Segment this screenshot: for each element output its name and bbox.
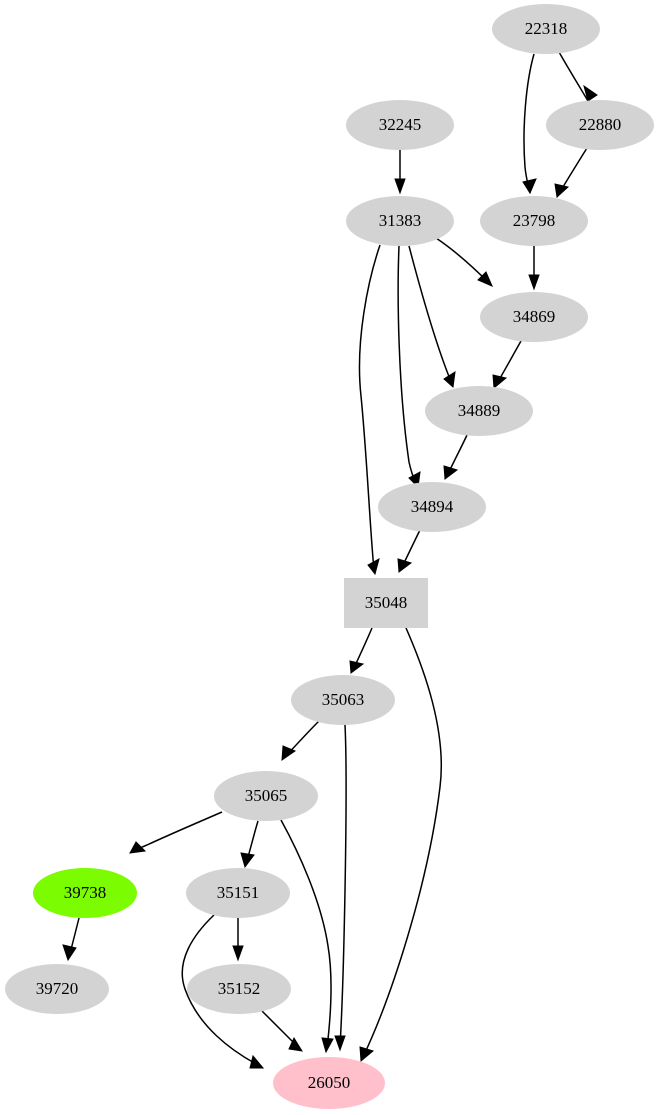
arrowhead-icon: [249, 1054, 265, 1069]
arrowhead-icon: [528, 274, 540, 291]
graph-node-34894[interactable]: 34894: [378, 482, 486, 532]
node-ellipse-shape[interactable]: [480, 196, 588, 246]
arrowhead-icon: [349, 660, 365, 674]
edge-31383-to-35048: [358, 244, 381, 576]
arrowhead-icon: [554, 183, 570, 198]
node-ellipse-shape[interactable]: [425, 386, 533, 436]
arrowhead-icon: [443, 465, 459, 480]
nodes-layer: 22318 22880 32245 23798 31383 34869 34889 34894…: [5, 4, 654, 1109]
edge-line: [132, 811, 223, 852]
edge-35063-to-26050: [334, 724, 347, 1052]
edge-35151-to-35152: [232, 917, 244, 962]
graph-node-26050[interactable]: 26050: [273, 1057, 385, 1109]
arrowhead-icon: [359, 1046, 375, 1063]
arrowhead-icon: [321, 1037, 334, 1054]
edge-34869-to-34889: [492, 340, 522, 390]
edge-35151-to-26050: [181, 914, 265, 1069]
node-ellipse-shape[interactable]: [187, 964, 291, 1014]
edge-39738-to-39720: [62, 917, 80, 962]
node-ellipse-shape[interactable]: [480, 292, 588, 342]
node-box-shape[interactable]: [344, 578, 428, 628]
node-ellipse-shape[interactable]: [33, 868, 137, 918]
graph-node-23798[interactable]: 23798: [480, 196, 588, 246]
graph-node-35065[interactable]: 35065: [214, 771, 318, 821]
edge-line: [523, 53, 535, 194]
node-ellipse-shape[interactable]: [273, 1057, 385, 1109]
edge-23798-to-34869: [528, 245, 540, 291]
edge-35048-to-35063: [349, 627, 373, 674]
graph-node-31383[interactable]: 31383: [346, 196, 454, 246]
node-ellipse-shape[interactable]: [346, 100, 454, 150]
node-ellipse-shape[interactable]: [214, 771, 318, 821]
edge-35065-to-39738: [129, 811, 223, 854]
edge-35065-to-26050: [280, 819, 334, 1054]
edge-35048-to-26050: [359, 627, 442, 1063]
arrowhead-icon: [232, 945, 244, 962]
graph-node-22880[interactable]: 22880: [546, 100, 654, 150]
graph-node-35063[interactable]: 35063: [291, 675, 395, 725]
edge-line: [339, 724, 347, 1047]
graph-node-32245[interactable]: 32245: [346, 100, 454, 150]
edge-31383-to-34889: [408, 245, 456, 388]
arrowhead-icon: [334, 1035, 346, 1052]
arrowhead-icon: [522, 178, 537, 195]
edge-22880-to-23798: [554, 147, 588, 198]
edge-line: [397, 245, 417, 485]
edge-34889-to-34894: [443, 434, 468, 480]
graph-node-35152[interactable]: 35152: [187, 964, 291, 1014]
graph-node-34889[interactable]: 34889: [425, 386, 533, 436]
arrowhead-icon: [477, 271, 493, 287]
edge-34894-to-35048: [397, 529, 421, 573]
arrowhead-icon: [443, 371, 456, 388]
edge-35065-to-35151: [240, 820, 259, 869]
edge-32245-to-31383: [394, 150, 406, 195]
edge-line: [408, 245, 453, 385]
graph-node-22318[interactable]: 22318: [492, 4, 600, 54]
node-ellipse-shape[interactable]: [5, 964, 109, 1014]
node-ellipse-shape[interactable]: [346, 196, 454, 246]
node-ellipse-shape[interactable]: [378, 482, 486, 532]
edge-line: [181, 914, 261, 1067]
arrowhead-icon: [394, 178, 406, 195]
edge-22318-to-23798: [522, 53, 537, 195]
arrowhead-icon: [367, 558, 380, 576]
node-ellipse-shape[interactable]: [492, 4, 600, 54]
node-ellipse-shape[interactable]: [291, 675, 395, 725]
graph-node-39738[interactable]: 39738: [33, 868, 137, 918]
edge-35152-to-26050: [260, 1009, 303, 1052]
edge-31383-to-34869: [435, 237, 493, 287]
graph-node-39720[interactable]: 39720: [5, 964, 109, 1014]
edge-line: [280, 819, 332, 1049]
arrowhead-icon: [397, 558, 413, 573]
graph-node-34869[interactable]: 34869: [480, 292, 588, 342]
edge-35063-to-35065: [281, 720, 320, 762]
arrowhead-icon: [492, 374, 508, 390]
edge-22318-to-22880: [558, 51, 598, 102]
graph-node-35048[interactable]: 35048: [344, 578, 428, 628]
arrowhead-icon: [288, 1036, 303, 1052]
edge-31383-to-34894: [397, 245, 421, 489]
node-ellipse-shape[interactable]: [186, 868, 290, 918]
edges-layer: [62, 51, 598, 1069]
edge-line: [558, 51, 589, 102]
graph-node-35151[interactable]: 35151: [186, 868, 290, 918]
arrowhead-icon: [281, 745, 297, 762]
arrowhead-icon: [129, 841, 147, 854]
edge-line: [362, 627, 442, 1058]
arrowhead-icon: [62, 944, 77, 962]
arrowhead-icon: [240, 852, 255, 869]
node-ellipse-shape[interactable]: [546, 100, 654, 150]
edge-line: [358, 244, 381, 571]
arrowhead-icon: [583, 84, 598, 102]
